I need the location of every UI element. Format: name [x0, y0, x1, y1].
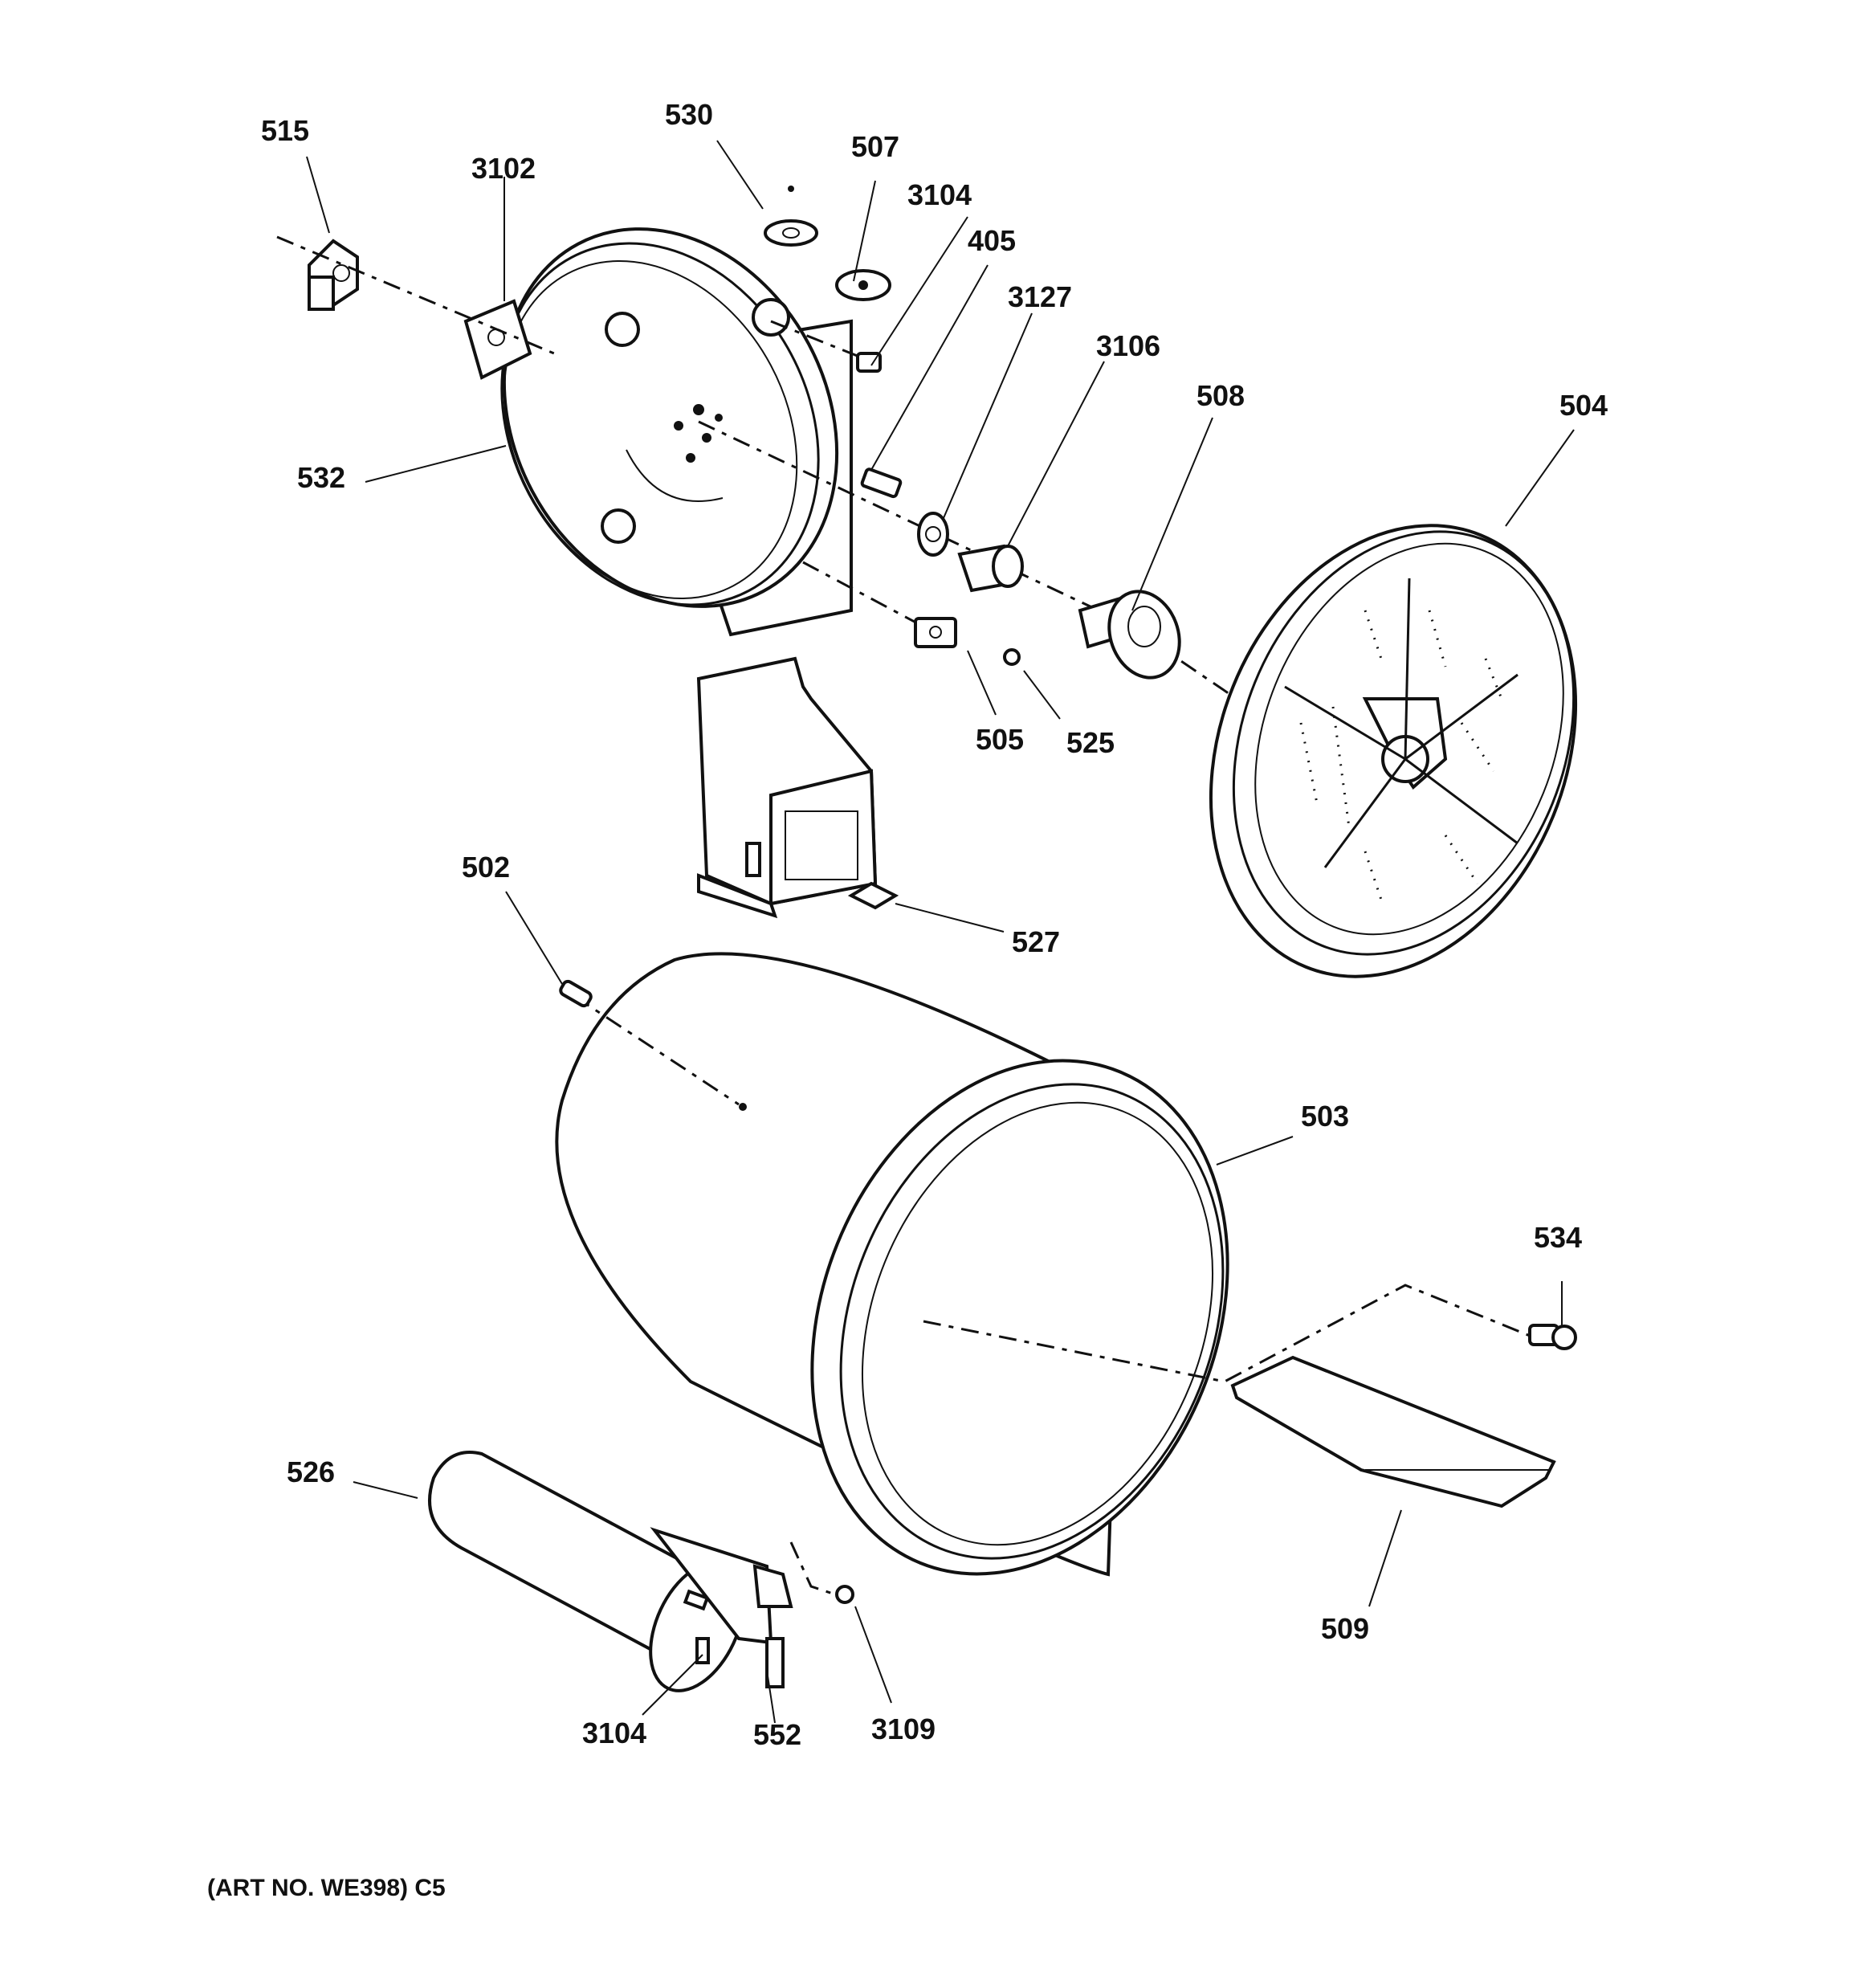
- drum-503: [555, 952, 1229, 1577]
- thermostat-507: [835, 269, 891, 301]
- screw-3104-upper: [856, 352, 882, 373]
- drum-back-504: [1209, 524, 1578, 978]
- callout-3104-upper: 3104: [907, 178, 972, 211]
- callout-534: 534: [1534, 1221, 1582, 1254]
- callout-515: 515: [261, 114, 309, 147]
- part-530: [764, 186, 818, 247]
- heater-526: [428, 1451, 793, 1692]
- leader-lines: [306, 140, 1575, 1724]
- callout-508: 508: [1196, 379, 1245, 412]
- bracket-515: [308, 239, 359, 311]
- callout-3104-lower: 3104: [582, 1717, 646, 1749]
- screw-405: [860, 467, 903, 499]
- callout-525: 525: [1066, 726, 1115, 759]
- bearing-plate-3102: [463, 299, 532, 380]
- callout-552: 552: [753, 1718, 801, 1751]
- bearing-3127: [917, 512, 949, 557]
- assembly-line-3104: [770, 320, 872, 363]
- callout-504: 504: [1559, 389, 1608, 422]
- callout-505: 505: [976, 723, 1024, 756]
- assembly-line-534: [923, 1284, 1535, 1383]
- assembly-line-502: [573, 994, 740, 1106]
- shaft-508: [1078, 590, 1181, 680]
- callout-526: 526: [287, 1455, 335, 1488]
- callout-527: 527: [1012, 925, 1060, 958]
- lint-housing-509: [1230, 1355, 1556, 1508]
- rear-bulkhead: [500, 227, 853, 637]
- callout-3102: 3102: [471, 152, 536, 185]
- callout-502: 502: [462, 851, 510, 884]
- assembly-line-515: [276, 235, 555, 355]
- callout-3106: 3106: [1096, 329, 1160, 362]
- callout-507: 507: [851, 130, 899, 163]
- assembly-line-505: [802, 561, 924, 628]
- screw-502: [559, 979, 593, 1008]
- callout-509: 509: [1321, 1612, 1369, 1645]
- callout-405: 405: [968, 224, 1016, 257]
- callout-3127: 3127: [1008, 280, 1072, 313]
- bushing-3106: [957, 544, 1024, 593]
- callout-532: 532: [297, 461, 345, 494]
- callout-labels: 515 3102 530 507 3104 405 3127 3106 508 …: [261, 98, 1608, 1751]
- callout-530: 530: [665, 98, 713, 131]
- screw-525: [1003, 648, 1021, 666]
- assembly-line-3109: [789, 1541, 848, 1600]
- art-number: (ART NO. WE398) C5: [207, 1875, 446, 1901]
- callout-3109: 3109: [871, 1712, 936, 1745]
- screw-3109: [835, 1585, 854, 1604]
- callout-503: 503: [1301, 1100, 1349, 1133]
- bracket-505: [914, 617, 957, 648]
- duct-527: [696, 656, 899, 919]
- screw-534: [1528, 1324, 1577, 1350]
- perforation-pattern: [1299, 610, 1503, 900]
